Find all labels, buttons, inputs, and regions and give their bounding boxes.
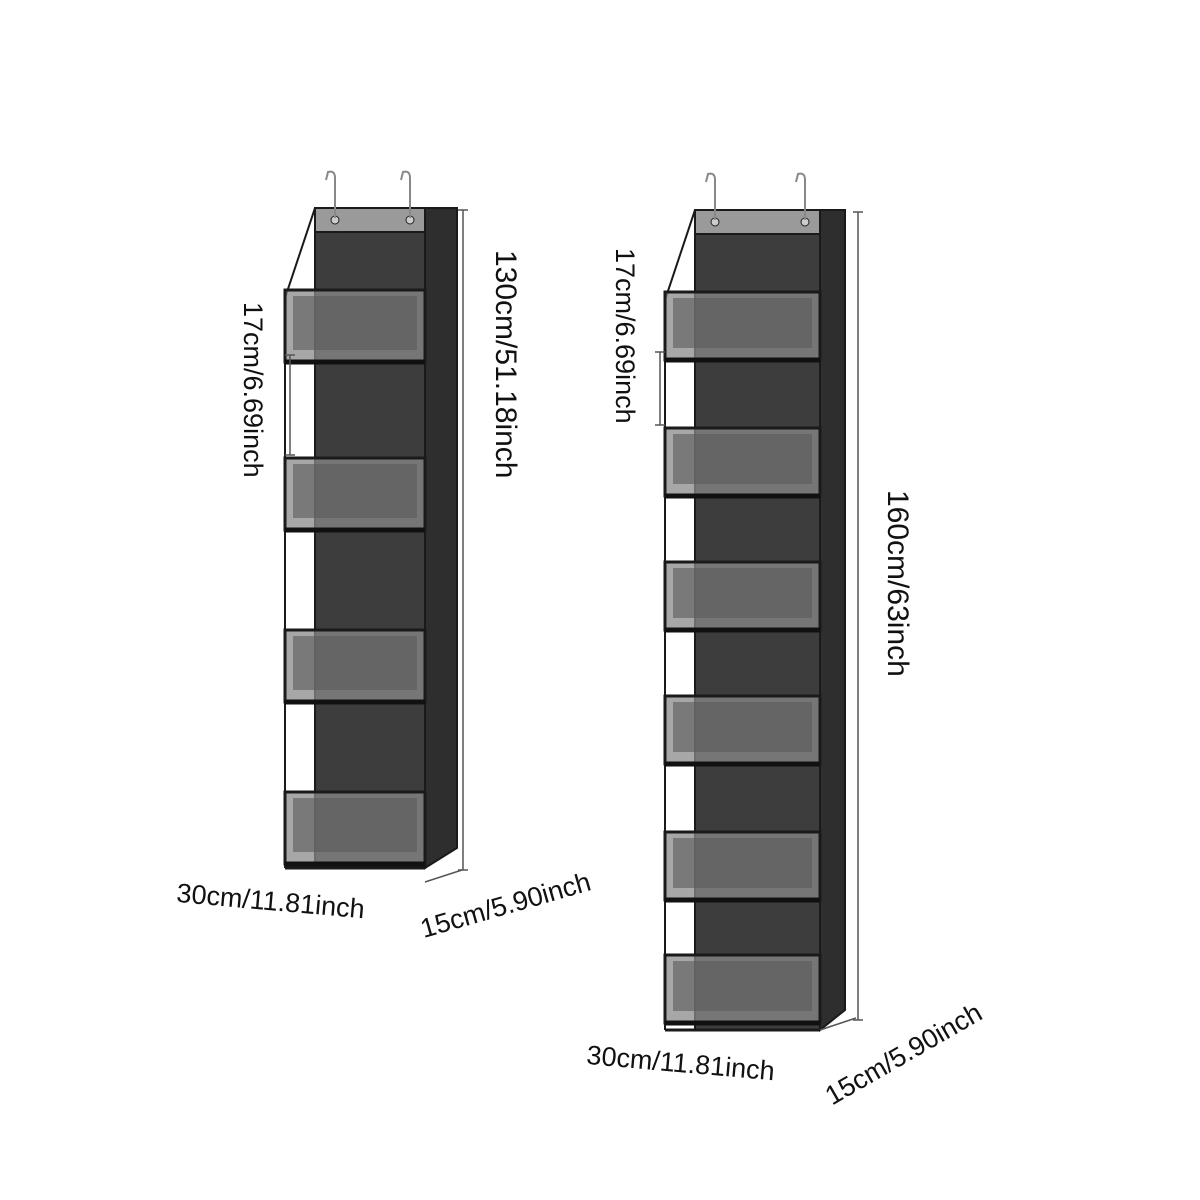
left-height-label: 130cm/51.18inch (489, 250, 522, 479)
pocket-window (673, 702, 812, 752)
side-panel (424, 207, 458, 870)
hanger-hook (400, 170, 411, 218)
frame-edge (284, 207, 316, 299)
dimension-line (424, 869, 463, 883)
pocket-window (293, 464, 417, 518)
pocket-window (293, 798, 417, 852)
pocket-window (673, 961, 812, 1011)
pocket-window (673, 298, 812, 348)
pocket-window (673, 568, 812, 618)
dimension-line (819, 1017, 857, 1031)
pocket-window (293, 296, 417, 350)
hanger-hook (795, 172, 806, 220)
frame-edge (664, 209, 696, 301)
right-height-label: 160cm/63inch (881, 490, 914, 677)
hanger-hook (705, 172, 716, 220)
hanger-hook (325, 170, 336, 218)
pocket-window (673, 434, 812, 484)
pocket-window (293, 636, 417, 690)
right-pocket-spacing-label: 17cm/6.69inch (610, 248, 640, 424)
pocket-window (673, 838, 812, 888)
left-pocket-spacing-label: 17cm/6.69inch (238, 302, 268, 478)
side-panel (819, 209, 846, 1033)
